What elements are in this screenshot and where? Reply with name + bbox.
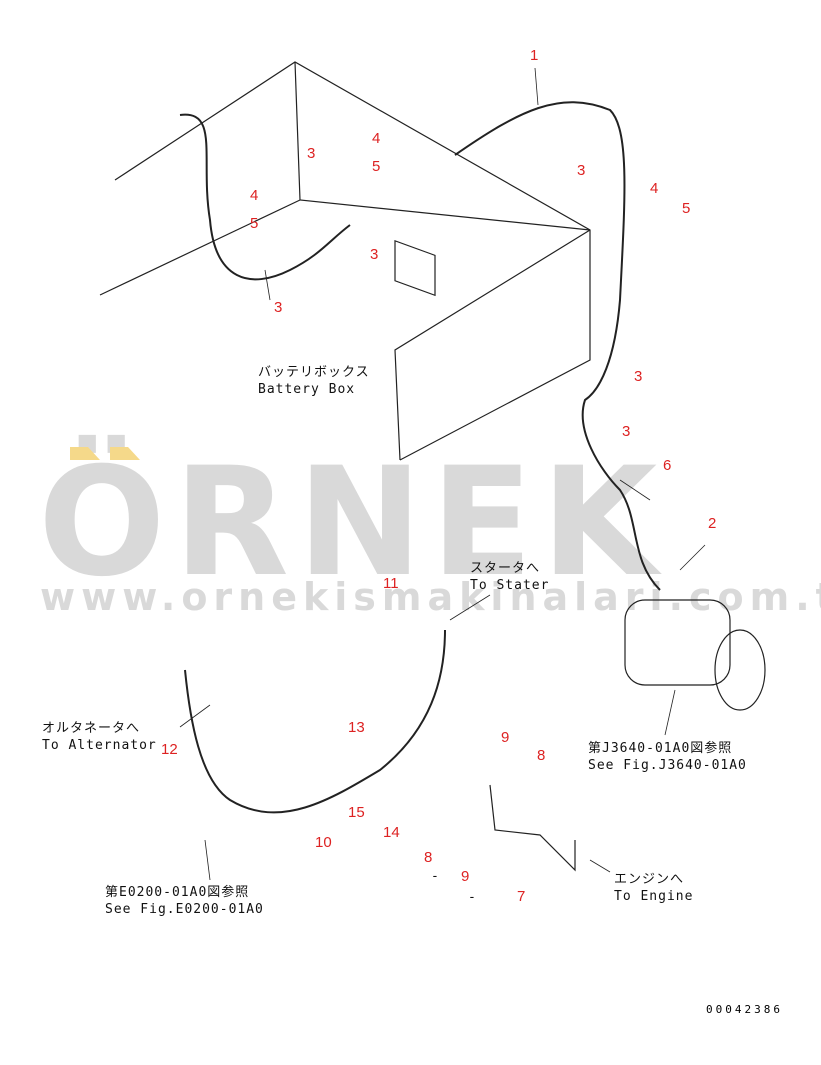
callout-3: 3 [274, 299, 283, 316]
watermark-logo: ÖRNEK [38, 436, 666, 610]
callout-4: 4 [372, 130, 381, 147]
callout-10: 10 [315, 834, 332, 851]
callout-5: 5 [372, 158, 381, 175]
starter-motor [624, 599, 766, 711]
callout-2: 2 [708, 515, 717, 532]
callout-15: 15 [348, 804, 365, 821]
callout-3: 3 [577, 162, 586, 179]
leader-lines [179, 67, 706, 881]
dash-note: - [468, 890, 477, 905]
cable-1 [179, 101, 661, 591]
watermark-url: www.ornekismakinalari.com.tr [40, 575, 821, 619]
callout-5: 5 [682, 200, 691, 217]
cable-10 [184, 629, 446, 814]
callout-4: 4 [250, 187, 259, 204]
callout-12: 12 [161, 741, 178, 758]
logo-accent [110, 447, 140, 460]
callout-14: 14 [383, 824, 400, 841]
callout-8: 8 [537, 747, 546, 764]
callout-3: 3 [307, 145, 316, 162]
callout-9: 9 [461, 868, 470, 885]
callout-6: 6 [663, 457, 672, 474]
callout-4: 4 [650, 180, 659, 197]
callout-1: 1 [530, 47, 539, 64]
callout-3: 3 [622, 423, 631, 440]
callout-7: 7 [517, 888, 526, 905]
callout-5: 5 [250, 215, 259, 232]
callout-11: 11 [383, 575, 399, 592]
callout-3: 3 [634, 368, 643, 385]
callout-8: 8 [424, 849, 433, 866]
dash-note: - [431, 869, 440, 884]
callout-3: 3 [370, 246, 379, 263]
drawing-code: 00042386 [706, 1003, 783, 1016]
cable-7 [489, 784, 576, 872]
callout-13: 13 [348, 719, 365, 736]
callout-9: 9 [501, 729, 510, 746]
logo-accent [70, 447, 100, 460]
battery-box [99, 61, 591, 461]
